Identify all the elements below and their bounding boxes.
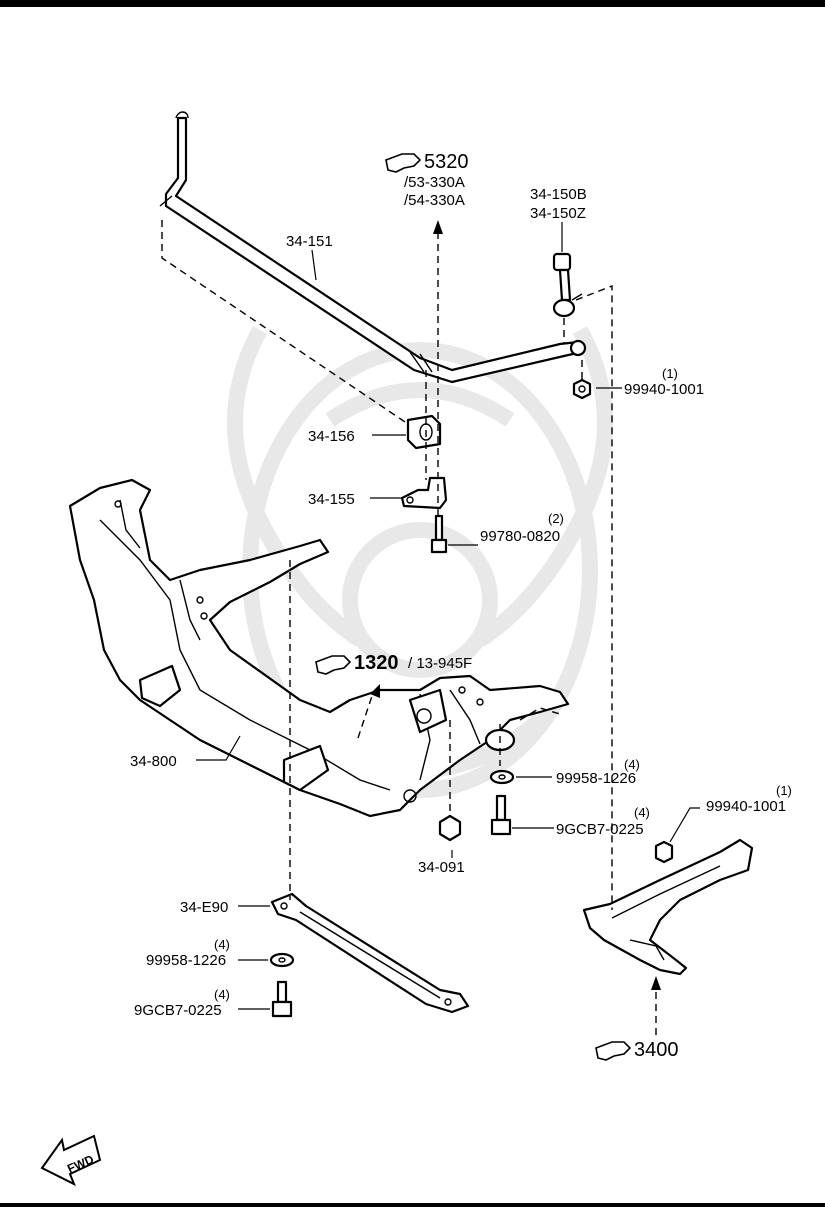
ref-1320: 1320 / 13-945F <box>315 652 472 675</box>
label-link-z: 34-150Z <box>530 205 586 222</box>
label-bracket: 34-155 <box>308 491 355 508</box>
brace <box>270 892 470 1014</box>
label-washer-right-qty: (4) <box>624 757 640 772</box>
label-bolt-bracket-qty: (2) <box>548 511 564 526</box>
ref-5320-sub-2: /54-330A <box>404 192 465 209</box>
label-nut-link: 99940-1001 <box>624 381 704 398</box>
bracket <box>400 476 448 510</box>
ref-1320-number: 1320 <box>354 652 399 674</box>
bracket-bolt <box>430 514 448 554</box>
lower-arm <box>582 838 754 976</box>
left-washer <box>269 952 295 968</box>
label-washer-left: 99958-1226 <box>146 952 226 969</box>
ref-5320: 5320 /53-330A /54-330A <box>385 151 469 209</box>
ref-3400: 3400 <box>595 1039 679 1061</box>
label-brace: 34-E90 <box>180 899 228 916</box>
label-bushing: 34-156 <box>308 428 355 445</box>
label-nut-arm-qty: (1) <box>776 783 792 798</box>
label-bolt-left-qty: (4) <box>214 987 230 1002</box>
right-washer <box>489 769 515 785</box>
link-nut <box>572 378 592 400</box>
arm-nut <box>654 840 674 864</box>
label-crossmember: 34-800 <box>130 753 177 770</box>
ref-1320-sub: / 13-945F <box>408 655 472 672</box>
label-stabilizer: 34-151 <box>286 233 333 250</box>
left-bolt <box>271 980 293 1018</box>
label-bolt-right-qty: (4) <box>634 805 650 820</box>
label-bolt-right: 9GCB7-0225 <box>556 821 644 838</box>
pointing-hand-icon <box>385 153 422 173</box>
top-border <box>0 0 825 7</box>
right-bolt <box>490 794 512 836</box>
label-link-b: 34-150B <box>530 186 587 203</box>
crossmember <box>68 478 570 818</box>
crossmember-nut <box>438 814 462 842</box>
arrows <box>370 220 661 990</box>
label-nut-link-qty: (1) <box>662 366 678 381</box>
label-nut-crossmember: 34-091 <box>418 859 465 876</box>
label-nut-arm: 99940-1001 <box>706 798 786 815</box>
label-bolt-left: 9GCB7-0225 <box>134 1002 222 1019</box>
stabilizer-bar <box>159 111 587 384</box>
ref-5320-sub-1: /53-330A <box>404 174 465 191</box>
forward-arrow-icon <box>40 1134 102 1187</box>
label-washer-left-qty: (4) <box>214 937 230 952</box>
bottom-border <box>0 1203 825 1207</box>
label-bolt-bracket: 99780-0820 <box>480 528 560 545</box>
pointing-hand-icon <box>315 655 352 675</box>
bushing <box>406 414 442 450</box>
ref-3400-number: 3400 <box>634 1039 679 1061</box>
ref-5320-number: 5320 <box>424 151 469 173</box>
stabilizer-link <box>552 252 583 318</box>
fwd-indicator: FWD <box>40 1134 102 1187</box>
pointing-hand-icon <box>595 1041 632 1061</box>
label-washer-right: 99958-1226 <box>556 770 636 787</box>
assembly-lines <box>161 220 657 1036</box>
leader-lines <box>196 222 700 1010</box>
